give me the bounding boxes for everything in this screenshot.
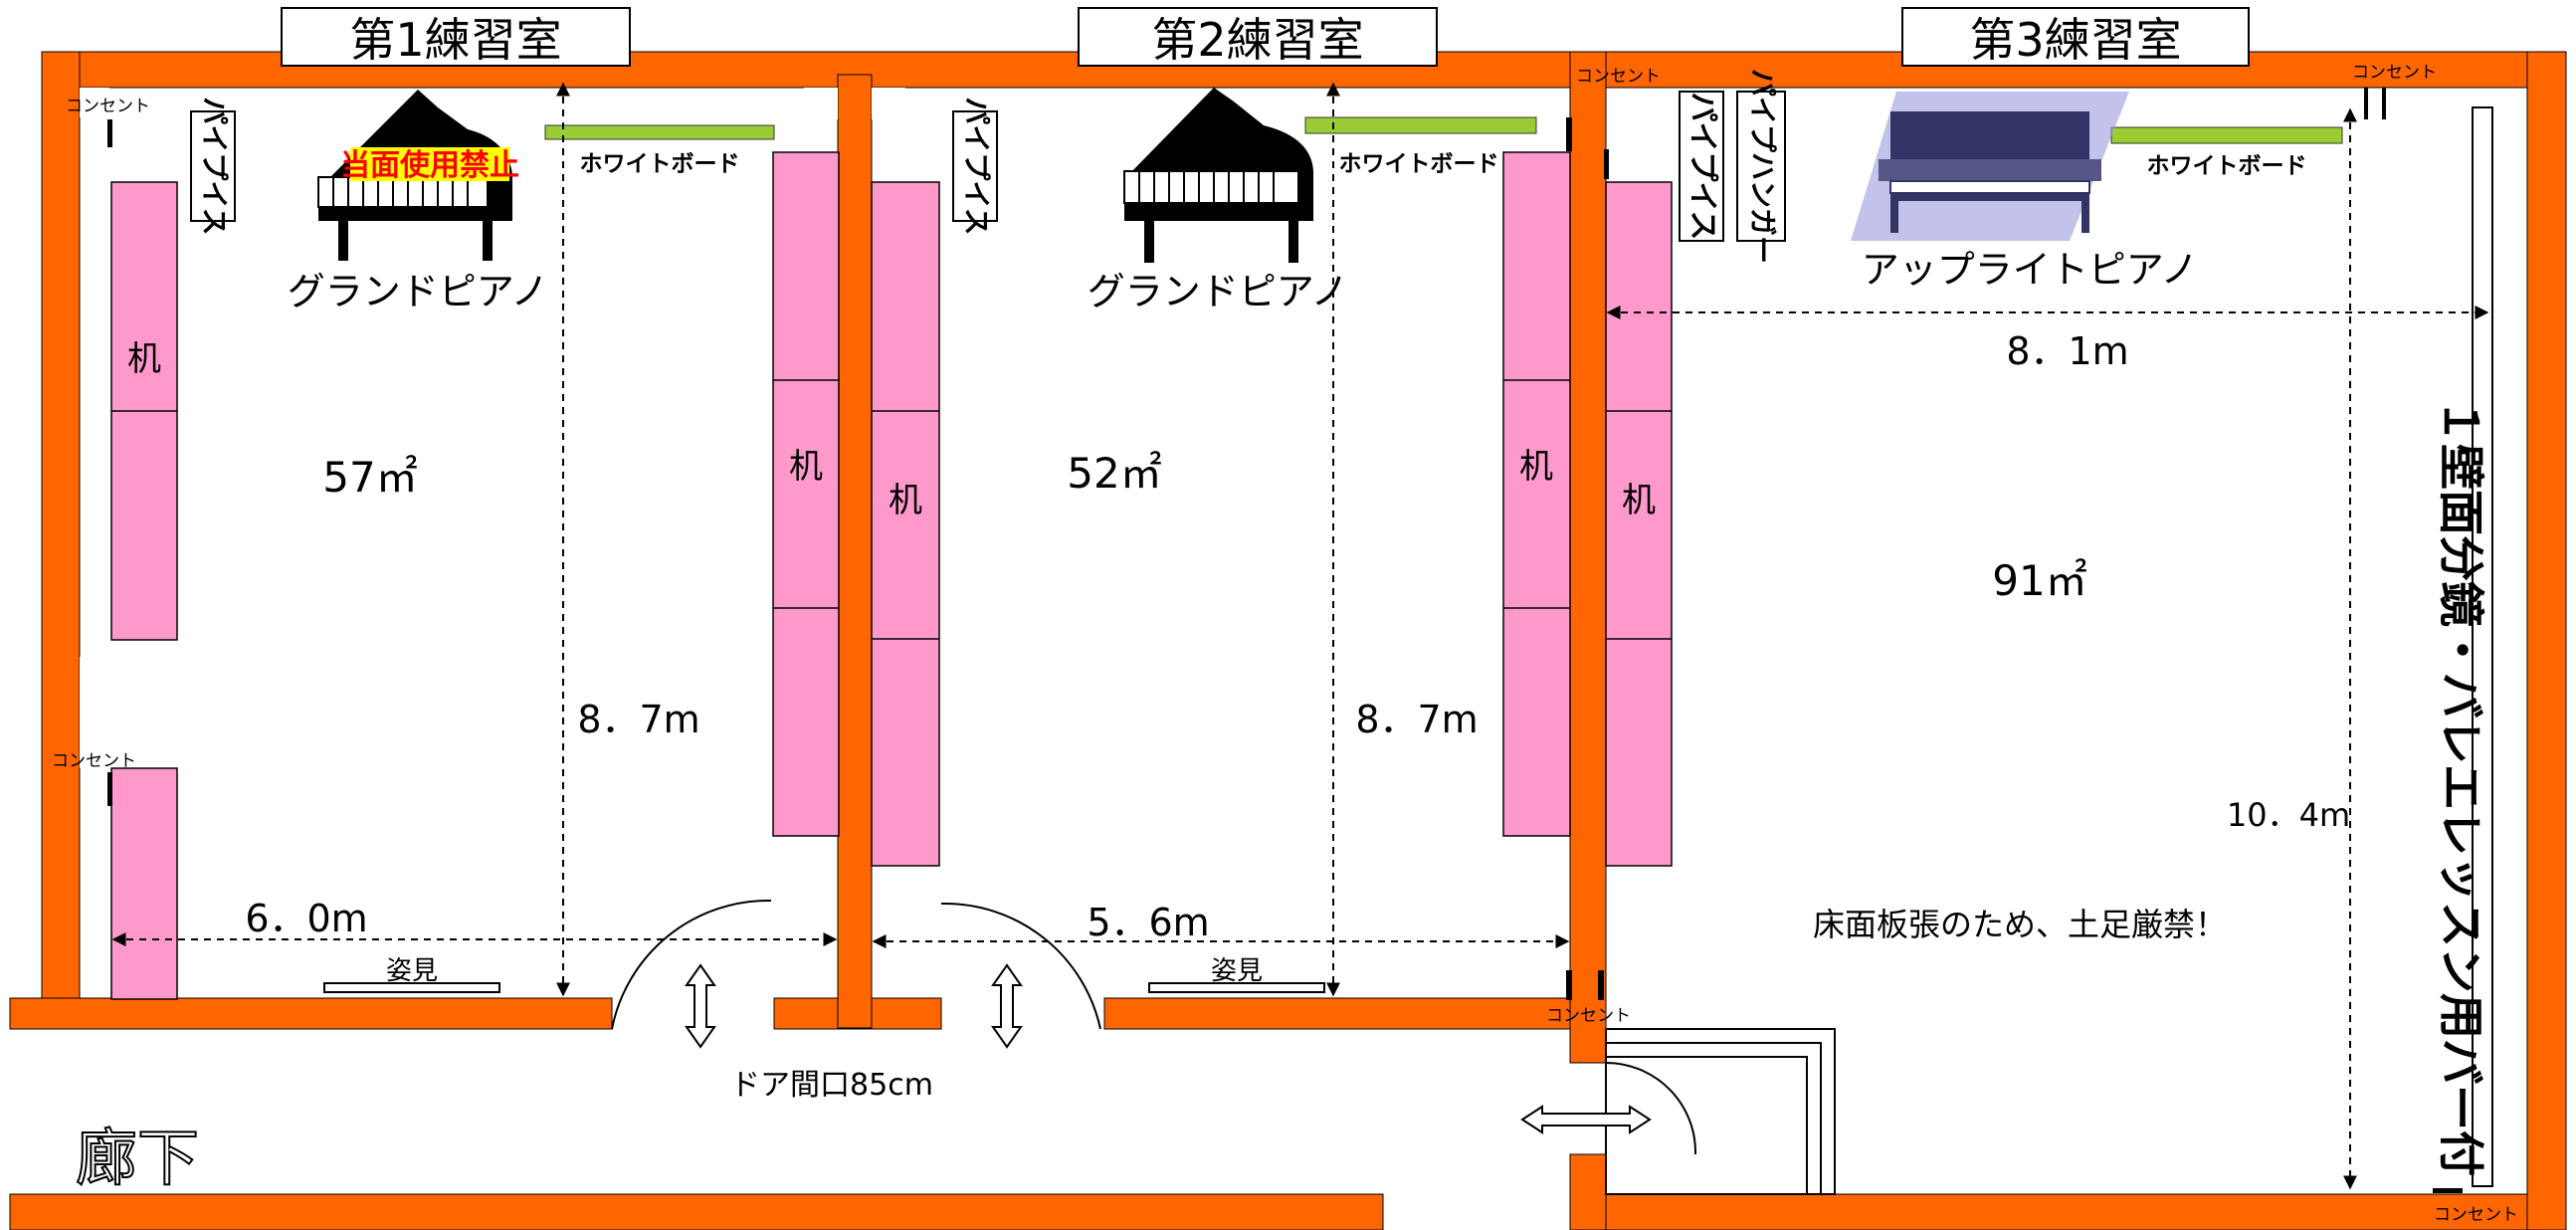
room3-title: 第3練習室	[1969, 13, 2181, 67]
height-room3: 10．4m	[2227, 796, 2350, 834]
room3-bottom-wall	[1605, 1193, 2528, 1230]
outlet-label-1: コンセント	[66, 97, 150, 116]
area-room1: 57㎡	[322, 453, 417, 502]
whiteboard-label-room2: ホワイトボード	[1339, 151, 1499, 177]
stairwell	[1605, 1028, 1836, 1195]
partition-2-3	[1569, 51, 1607, 1064]
desk-room2-left	[871, 181, 940, 867]
door-room1	[611, 899, 772, 1030]
desk-label-room2-left: 机	[889, 481, 922, 520]
whiteboards	[544, 116, 2343, 144]
bottom-wall-room1	[9, 997, 613, 1030]
piano-label-room3: アップライトピアノ	[1862, 248, 2199, 292]
outlet-label-2: コンセント	[52, 751, 136, 771]
whiteboard-label-room3: ホワイトボード	[2147, 153, 2307, 179]
upright-piano-room3	[1851, 92, 2129, 241]
grand-piano-room1: 当面使用禁止	[317, 90, 519, 261]
whiteboard-label-room1: ホワイトボード	[580, 151, 740, 177]
corridor-label: 廊下	[76, 1122, 199, 1194]
whiteboard-room2	[1304, 116, 1537, 134]
room1-title: 第1練習室	[349, 13, 561, 67]
mirror-label-room2: 姿見	[1211, 956, 1263, 986]
desk-label-room1-right: 机	[789, 447, 823, 487]
width-room2: 5．6m	[1087, 901, 1209, 944]
piano-notice: 当面使用禁止	[340, 148, 519, 183]
desk-room1-right	[772, 151, 840, 837]
bottom-wall-room2-right	[1103, 997, 1573, 1030]
desk-room1-lower	[110, 767, 178, 1000]
height-room1: 8．7m	[577, 698, 699, 741]
pipe-chair-room1: パイプイス	[198, 97, 231, 235]
desk-label-room1-left: 机	[127, 339, 161, 379]
pipe-chair-tags: パイプイス パイプイス パイプイス パイプハンガー	[190, 69, 1786, 264]
desk-room2-right	[1502, 151, 1571, 837]
door-room3	[1605, 1062, 1697, 1155]
outlet-labels: コンセント コンセント コンセント コンセント コンセント コンセント	[52, 63, 2518, 1225]
outlet-label-6: コンセント	[2434, 1205, 2518, 1225]
partition-2-3-lower	[1569, 1153, 1607, 1230]
room-titles: 第1練習室 第2練習室 第3練習室	[281, 7, 2250, 67]
mirror-wall-room3	[2472, 106, 2493, 1187]
partition-1-2	[837, 74, 873, 1029]
room2-title: 第2練習室	[1151, 13, 1363, 67]
outlet-label-4: コンセント	[2352, 63, 2437, 83]
door-arrows	[685, 963, 1652, 1134]
desks	[110, 151, 1673, 1000]
height-room2: 8．7m	[1355, 698, 1478, 741]
grand-piano-room2	[1123, 88, 1313, 263]
outlet-label-3: コンセント	[1576, 67, 1661, 87]
desk-label-room3: 机	[1622, 481, 1656, 520]
mirror-room2	[1148, 982, 1325, 993]
width-room3: 8．1m	[2006, 329, 2128, 373]
floor-note: 床面板張のため、土足厳禁！	[1813, 906, 2227, 943]
whiteboard-room3	[2110, 126, 2343, 144]
pipe-chair-room2: パイプイス	[960, 97, 993, 235]
walls	[9, 51, 2567, 1230]
right-wall	[2526, 51, 2567, 1230]
desk-labels: 机 机 机 机 机	[127, 339, 1656, 520]
area-room2: 52㎡	[1067, 449, 1161, 498]
outlet-markers	[107, 88, 2463, 1193]
door-room2	[940, 902, 1101, 1030]
bottom-wall-room2-left	[871, 997, 942, 1030]
mirror-wall-note: １壁面分鏡・バレエレッスン用バー付	[2435, 398, 2488, 1176]
left-wall	[41, 51, 81, 1003]
piano-label-room2: グランドピアノ	[1088, 270, 1349, 313]
piano-label-room1: グランドピアノ	[288, 270, 549, 313]
mirror-label-room1: 姿見	[386, 956, 438, 986]
desk-room3	[1605, 181, 1673, 867]
mirror-room1	[323, 982, 500, 993]
width-room1: 6．0m	[245, 897, 367, 940]
desk-label-room2-right: 机	[1519, 447, 1553, 487]
pipe-chair-room3: パイプイス	[1685, 92, 1720, 240]
pipe-hanger-room3: パイプハンガー	[1746, 69, 1779, 264]
whiteboard-room1	[544, 124, 775, 140]
door-note: ドア間口85cm	[730, 1068, 933, 1103]
outlet-label-5: コンセント	[1546, 1006, 1631, 1026]
dimension-lines	[111, 82, 2489, 1190]
area-room3: 91㎡	[1992, 556, 2086, 605]
corridor-wall-bottom	[9, 1193, 1384, 1230]
